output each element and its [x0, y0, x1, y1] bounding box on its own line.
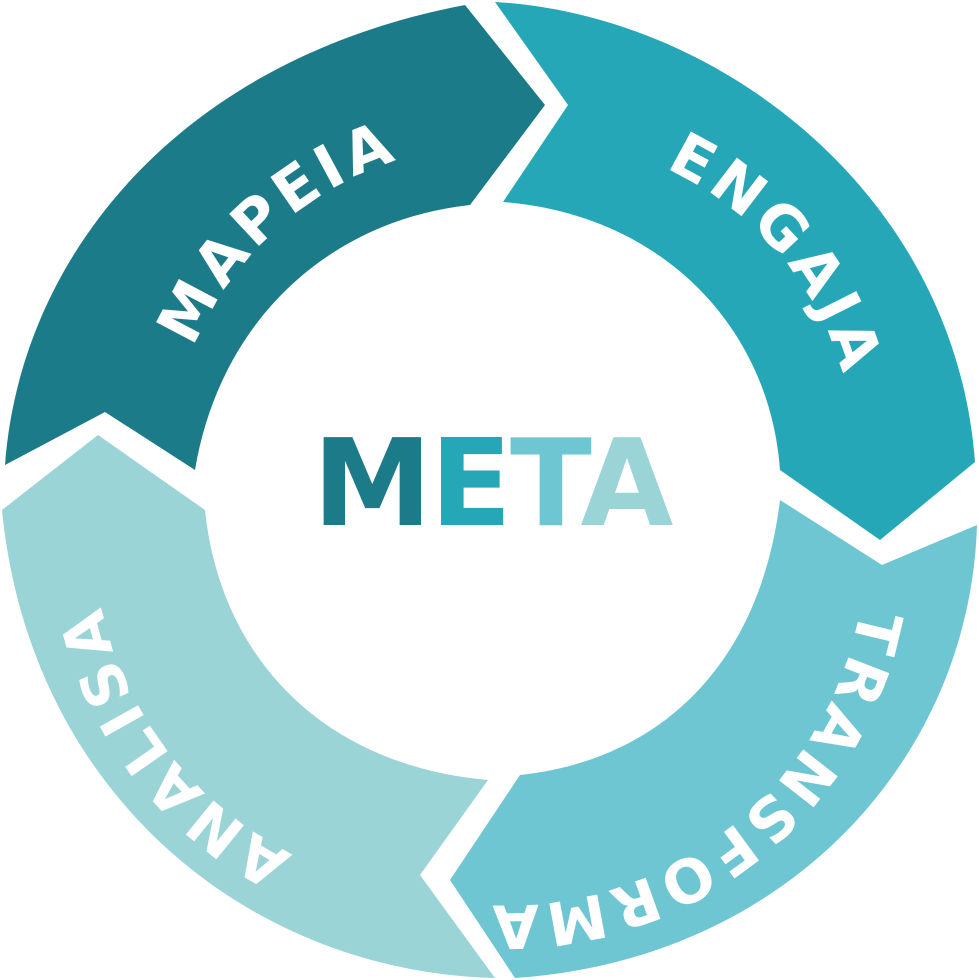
title-letter-a: A [581, 415, 674, 554]
segment-analisa [2, 435, 495, 978]
center-title: META [313, 415, 674, 554]
segment-mapeia [5, 5, 545, 470]
title-letter-e: E [430, 415, 510, 554]
title-letter-m: M [313, 415, 430, 554]
title-letter-t: T [510, 415, 592, 554]
segment-engaja [495, 2, 975, 540]
segment-transforma [450, 500, 977, 978]
